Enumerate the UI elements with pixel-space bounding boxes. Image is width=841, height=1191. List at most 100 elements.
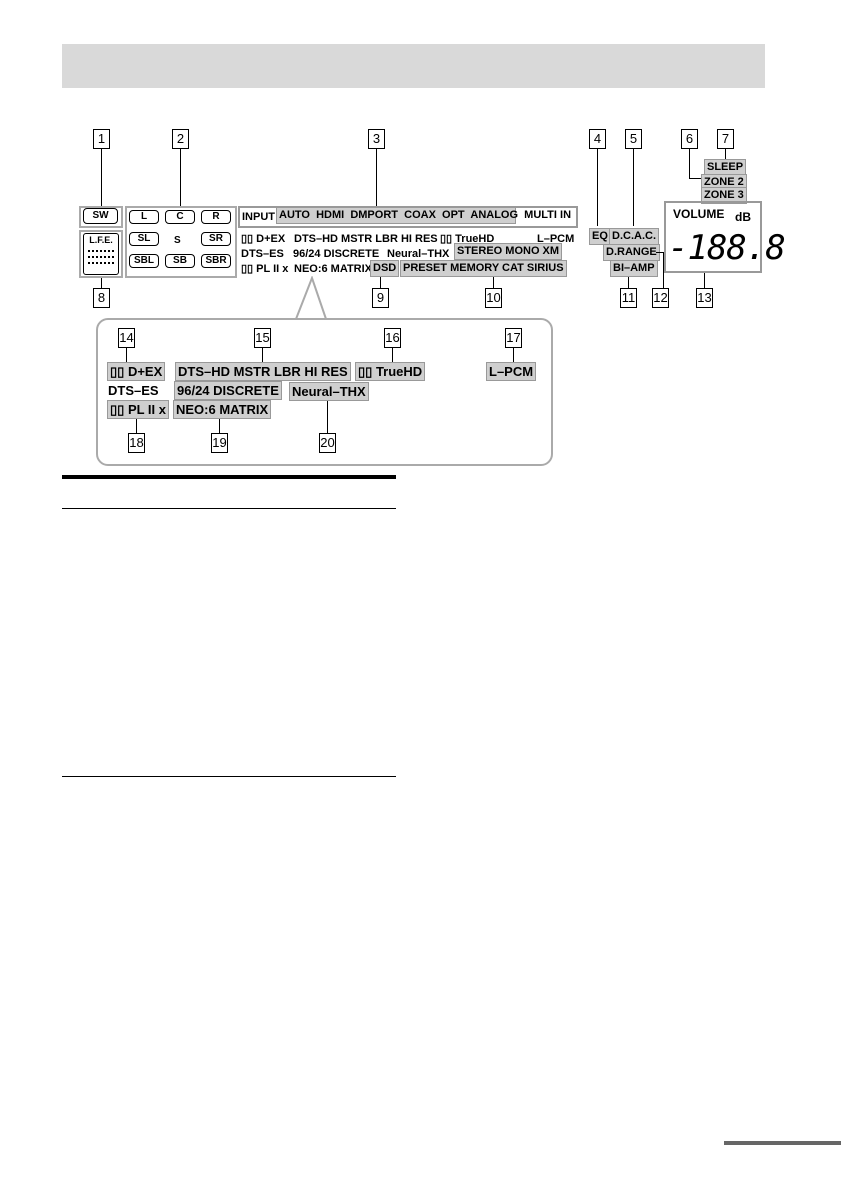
leader-1 <box>101 148 102 208</box>
detail-discrete: 96/24 DISCRETE <box>174 381 282 400</box>
dolby-icon: ▯▯ <box>358 364 373 379</box>
section-rule-1 <box>62 508 396 509</box>
callout-11: 11 <box>620 288 637 308</box>
input-opt: OPT <box>442 209 465 221</box>
dolby-icon: ▯▯ <box>440 233 453 245</box>
leader-11 <box>628 277 629 288</box>
speaker-sl: SL <box>129 232 159 246</box>
callout-14: 14 <box>118 328 135 348</box>
speaker-lfe: L.F.E. <box>83 233 119 275</box>
callout-pointer <box>295 276 327 320</box>
detail-dts-hd: DTS–HD MSTR LBR HI RES <box>175 362 351 381</box>
speaker-sbr: SBR <box>201 254 231 268</box>
leader-18 <box>136 419 137 433</box>
dolby-icon: ▯▯ <box>110 364 125 379</box>
callout-16: 16 <box>384 328 401 348</box>
speaker-l: L <box>129 210 159 224</box>
dolby-icon: ▯▯ <box>241 263 254 275</box>
callout-3: 3 <box>368 129 385 149</box>
speaker-sb: SB <box>165 254 195 268</box>
leader-19 <box>219 419 220 433</box>
format-neo6: NEO:6 MATRIX <box>294 263 373 275</box>
format-pl2x: PL II x <box>256 263 289 275</box>
continued-bar <box>724 1141 841 1145</box>
speaker-sw: SW <box>83 208 118 224</box>
leader-6 <box>689 148 690 178</box>
input-label: INPUT <box>242 211 275 223</box>
leader-16 <box>392 347 393 362</box>
leader-17 <box>513 347 514 362</box>
speaker-sr: SR <box>201 232 231 246</box>
detail-lpcm: L–PCM <box>486 362 537 381</box>
callout-13: 13 <box>696 288 713 308</box>
input-auto: AUTO <box>279 209 310 221</box>
leader-13 <box>704 273 705 288</box>
callout-17: 17 <box>505 328 522 348</box>
input-dmport: DMPORT <box>350 209 398 221</box>
speaker-s: S <box>174 235 181 246</box>
leader-4 <box>597 148 598 226</box>
leader-3 <box>376 148 377 208</box>
callout-19: 19 <box>211 433 228 453</box>
format-discrete: 96/24 DISCRETE <box>293 248 380 260</box>
callout-18: 18 <box>128 433 145 453</box>
format-dts-es: DTS–ES <box>241 248 284 260</box>
input-selector: AUTO HDMI DMPORT COAX OPT ANALOG MULTI I… <box>276 207 571 224</box>
callout-20: 20 <box>319 433 336 453</box>
indicator-dcac: D.C.A.C. <box>609 228 659 245</box>
leader-20 <box>327 401 328 433</box>
leader-15 <box>262 347 263 362</box>
indicator-eq: EQ <box>589 228 611 245</box>
leader-5 <box>633 148 634 226</box>
callout-9: 9 <box>372 288 389 308</box>
input-hdmi: HDMI <box>316 209 345 221</box>
input-multi-in: MULTI IN <box>524 209 572 221</box>
leader-7 <box>725 148 726 159</box>
format-lpcm: L–PCM <box>537 233 575 245</box>
detail-neo6: NEO:6 MATRIX <box>173 400 272 419</box>
detail-dplus-ex-text: D+EX <box>127 364 163 379</box>
detail-truehd-text: TrueHD <box>375 364 423 379</box>
format-row-1-truehd: ▯▯ TrueHD <box>440 232 494 246</box>
leader-12a <box>656 252 664 253</box>
dolby-icon: ▯▯ <box>110 402 125 417</box>
format-truehd: TrueHD <box>455 233 495 245</box>
lfe-bars-icon <box>88 250 114 268</box>
volume-digits: -188.8 <box>668 228 786 268</box>
section-rule-2 <box>62 776 396 777</box>
callout-10: 10 <box>485 288 502 308</box>
format-stereo: STEREO MONO XM <box>454 243 563 260</box>
sw-frame <box>79 206 123 228</box>
detail-callout-box <box>96 318 553 466</box>
callout-4: 4 <box>589 129 606 149</box>
speaker-r: R <box>201 210 231 224</box>
callout-8: 8 <box>93 288 110 308</box>
callout-15: 15 <box>254 328 271 348</box>
detail-pl2x-text: PL II x <box>127 402 166 417</box>
leader-14 <box>126 347 127 362</box>
lfe-frame <box>79 230 123 278</box>
input-coax: COAX <box>404 209 436 221</box>
format-dts-hd: DTS–HD MSTR LBR HI RES <box>294 233 438 245</box>
format-dsd: DSD <box>370 260 400 277</box>
format-neural-thx: Neural–THX <box>387 248 450 260</box>
format-dplus-ex: D+EX <box>256 233 286 245</box>
detail-neural-thx: Neural–THX <box>289 382 369 401</box>
leader-12 <box>663 252 664 288</box>
leader-2 <box>180 148 181 208</box>
callout-12: 12 <box>652 288 669 308</box>
volume-frame <box>664 201 762 273</box>
section-rule-thick <box>62 475 396 479</box>
indicator-drange: D.RANGE <box>603 244 660 261</box>
detail-dts-es: DTS–ES <box>108 383 159 398</box>
lfe-label: L.F.E. <box>89 235 113 245</box>
dolby-icon: ▯▯ <box>241 233 254 245</box>
callout-6: 6 <box>681 129 698 149</box>
detail-dplus-ex: ▯▯ D+EX <box>107 362 166 381</box>
indicator-biamp: BI–AMP <box>610 260 658 277</box>
leader-8 <box>101 278 102 288</box>
leader-6b <box>689 178 703 179</box>
volume-label: VOLUME <box>673 207 725 221</box>
speaker-c: C <box>165 210 195 224</box>
format-row-1: ▯▯ D+EX <box>241 232 285 246</box>
